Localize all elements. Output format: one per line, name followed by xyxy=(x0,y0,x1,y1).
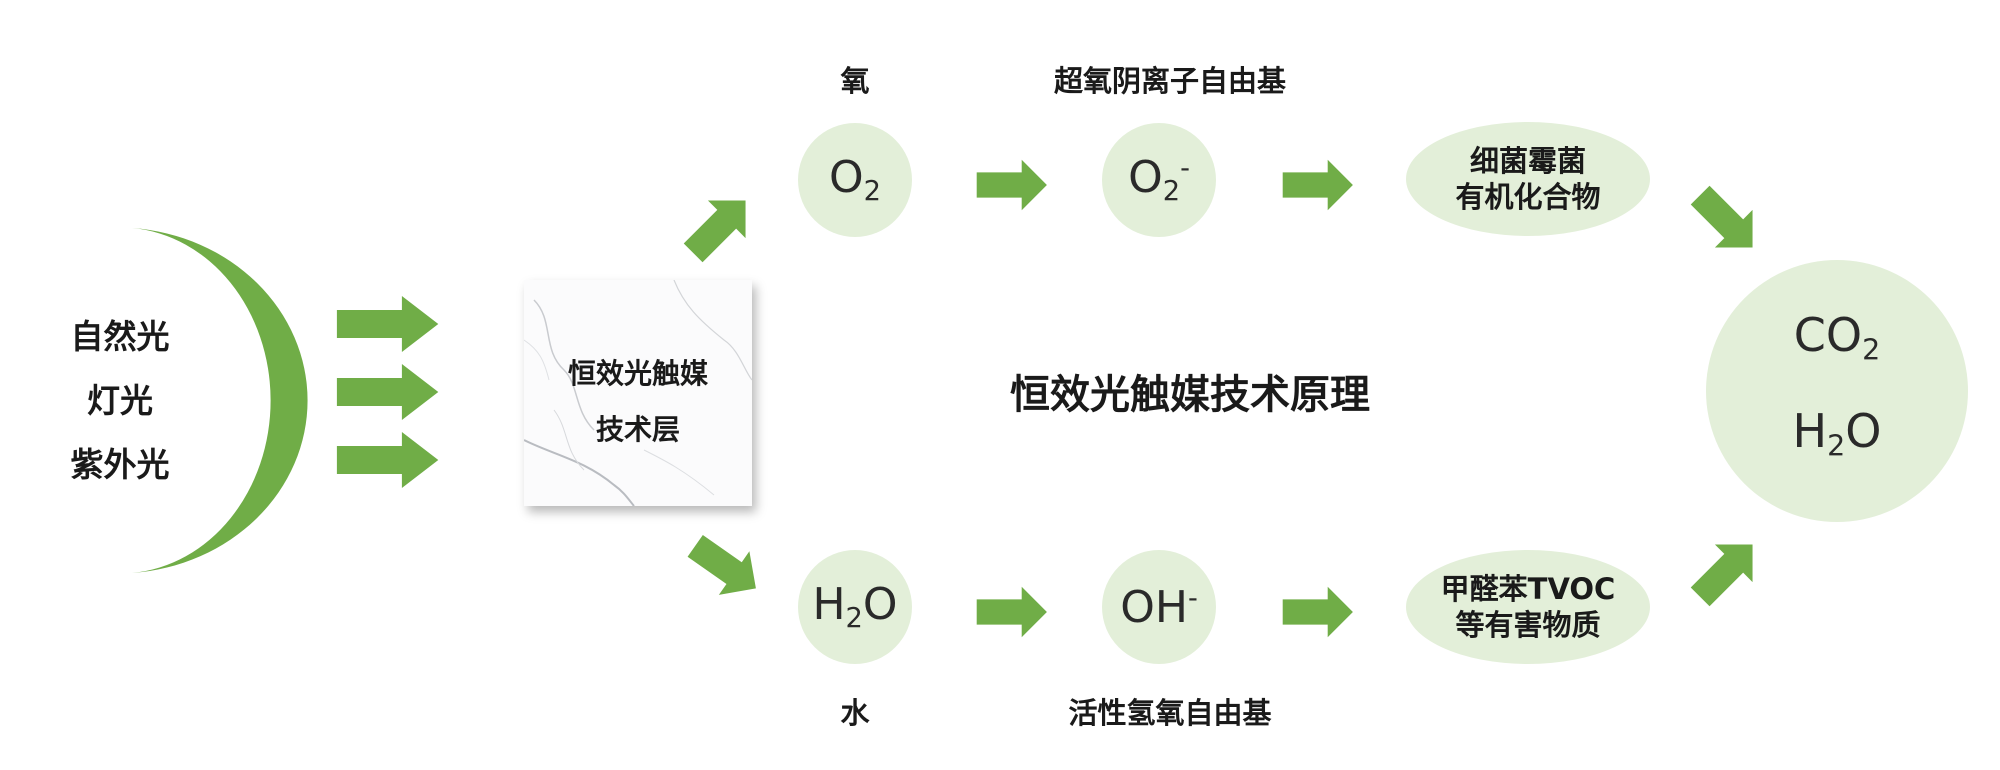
arrow-light-1 xyxy=(336,296,439,352)
catalyst-layer-line-1: 恒效光触媒 xyxy=(567,357,708,390)
superoxide-label: 超氧阴离子自由基 xyxy=(1053,64,1286,98)
arrow-water-to-hydroxyl xyxy=(976,586,1047,638)
h2o-post: O xyxy=(1845,404,1882,458)
bacteria-ellipse: 细菌霉菌 有机化合物 xyxy=(1406,122,1650,236)
co2-base: CO xyxy=(1793,308,1863,363)
water-formula-pre: H xyxy=(812,579,846,631)
bacteria-line-2: 有机化合物 xyxy=(1455,180,1601,214)
arrow-light-2 xyxy=(336,364,439,420)
co2-sub: 2 xyxy=(1862,334,1881,367)
catalyst-layer-line-2: 技术层 xyxy=(595,413,680,446)
oxygen-label: 氧 xyxy=(840,64,870,98)
water-formula-sub: 2 xyxy=(845,603,863,635)
voc-line-1: 甲醛苯TVOC xyxy=(1440,572,1616,606)
hydroxyl-circle: OH- xyxy=(1102,550,1216,664)
products-circle: CO2 H2O xyxy=(1706,260,1968,522)
catalyst-layer-box: 恒效光触媒 技术层 xyxy=(524,280,752,506)
light-source-lamp: 灯光 xyxy=(87,381,153,420)
arrow-hydroxyl-to-voc xyxy=(1282,586,1353,638)
oxygen-formula-sub: 2 xyxy=(863,176,881,208)
arrow-to-water xyxy=(679,524,772,611)
light-source-natural: 自然光 xyxy=(70,317,170,356)
superoxide-formula-base: O xyxy=(1128,152,1163,204)
water-circle: H2O xyxy=(798,550,912,664)
arrow-to-oxygen xyxy=(674,181,765,272)
superoxide-circle: O2- xyxy=(1102,123,1216,237)
product-h2o: H2O xyxy=(1793,391,1882,487)
bacteria-line-1: 细菌霉菌 xyxy=(1469,144,1586,178)
water-formula-post: O xyxy=(862,579,898,631)
arrow-oxygen-to-radical xyxy=(976,159,1047,211)
oxygen-circle: O2 xyxy=(798,123,912,237)
marble-texture xyxy=(524,280,752,506)
h2o-sub: 2 xyxy=(1827,429,1846,463)
voc-line-2: 等有害物质 xyxy=(1455,608,1601,642)
arrow-voc-to-products xyxy=(1681,525,1772,616)
hydroxyl-formula-base: OH xyxy=(1120,581,1188,633)
arrow-bacteria-to-products xyxy=(1681,176,1772,267)
oxygen-formula-base: O xyxy=(829,152,864,204)
product-co2: CO2 xyxy=(1794,295,1880,391)
light-source-list: 自然光 灯光 紫外光 xyxy=(40,305,200,497)
water-label: 水 xyxy=(840,696,870,730)
diagram-title: 恒效光触媒技术原理 xyxy=(1010,372,1370,418)
superoxide-formula-sup: - xyxy=(1180,153,1190,185)
arrow-radical-to-bacteria xyxy=(1282,159,1353,211)
light-source-uv: 紫外光 xyxy=(70,445,170,484)
hydroxyl-formula-sup: - xyxy=(1187,582,1198,614)
catalyst-layer-text: 恒效光触媒 技术层 xyxy=(524,346,752,458)
superoxide-formula-sub: 2 xyxy=(1162,176,1181,208)
voc-ellipse: 甲醛苯TVOC 等有害物质 xyxy=(1406,550,1650,664)
h2o-pre: H xyxy=(1792,404,1828,458)
hydroxyl-label: 活性氢氧自由基 xyxy=(1068,696,1272,730)
arrow-light-3 xyxy=(336,432,439,488)
